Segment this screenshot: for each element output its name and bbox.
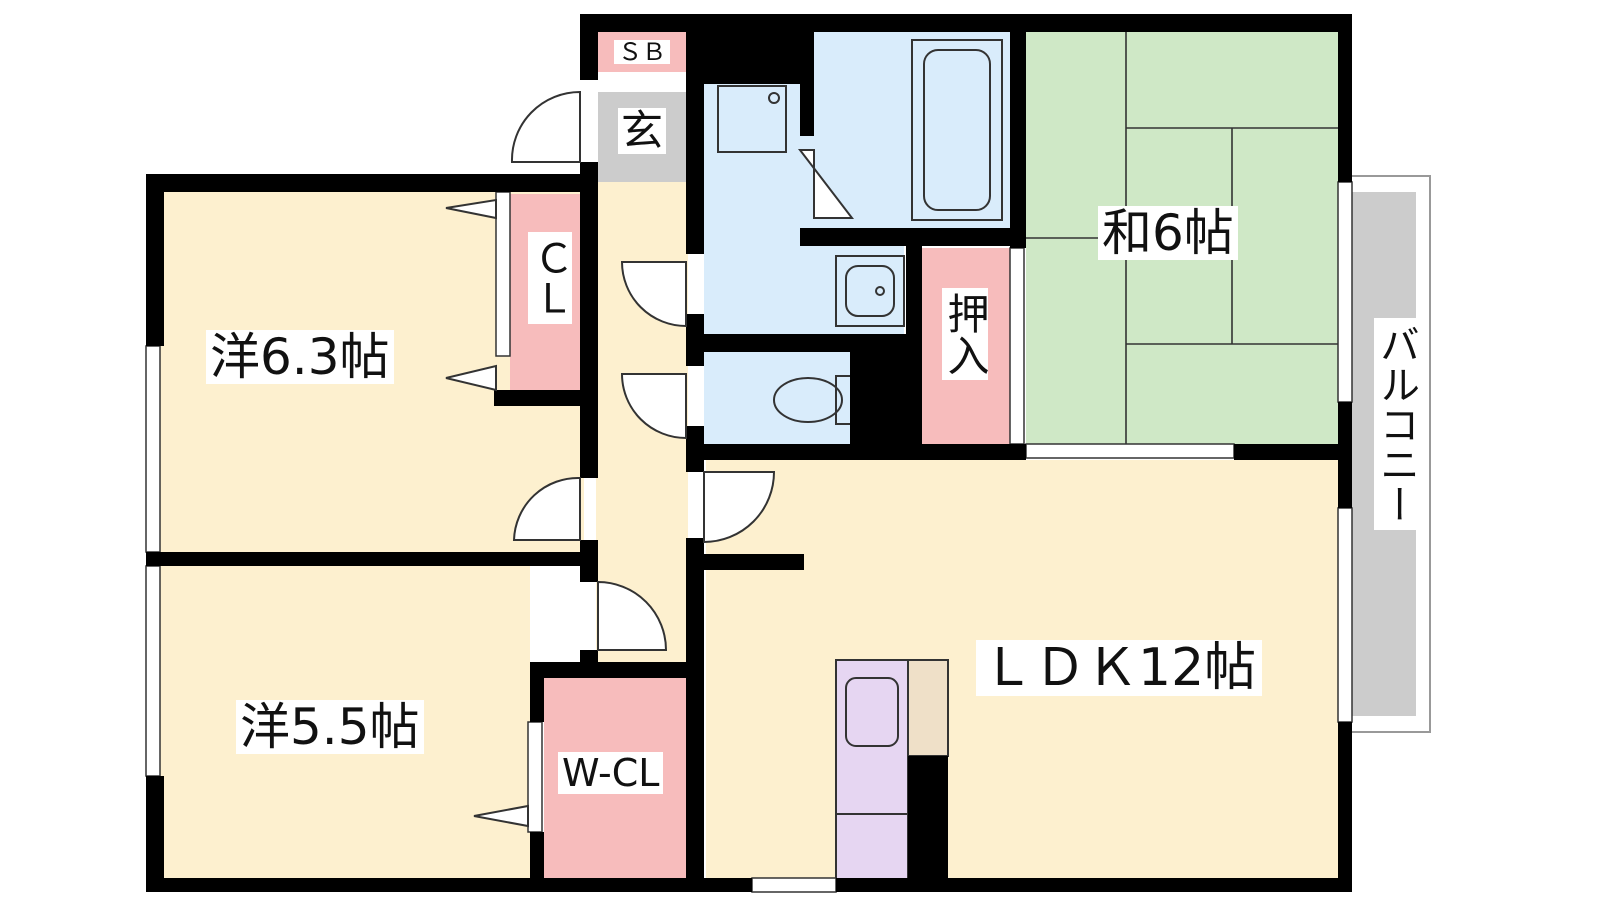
- label-entrance: 玄: [618, 108, 667, 154]
- label-balcony: バルコニー: [1373, 318, 1419, 530]
- wash-basin-icon: [835, 255, 905, 327]
- sliding-door-marks: [445, 198, 529, 828]
- kitchen-side-counter: [907, 659, 949, 757]
- walls: [146, 14, 1352, 892]
- floor-toilet: [704, 352, 850, 444]
- label-ldk: ＬＤＫ12帖: [976, 640, 1263, 696]
- label-storage: 押入: [941, 288, 990, 380]
- label-closet: ＣＬ: [527, 232, 573, 324]
- washing-machine-icon: [717, 85, 787, 153]
- toilet-icon: [773, 375, 850, 425]
- door-swings: [510, 90, 855, 651]
- label-shoe-box: ＳＢ: [614, 40, 670, 64]
- label-western-room-2: 洋5.5帖: [236, 700, 424, 754]
- label-walkin-closet: W-CL: [558, 752, 664, 794]
- bathtub-icon: [911, 39, 1003, 221]
- kitchen-sink-icon: [845, 677, 899, 747]
- label-japanese-room: 和6帖: [1098, 206, 1238, 260]
- label-western-room-1: 洋6.3帖: [206, 330, 394, 384]
